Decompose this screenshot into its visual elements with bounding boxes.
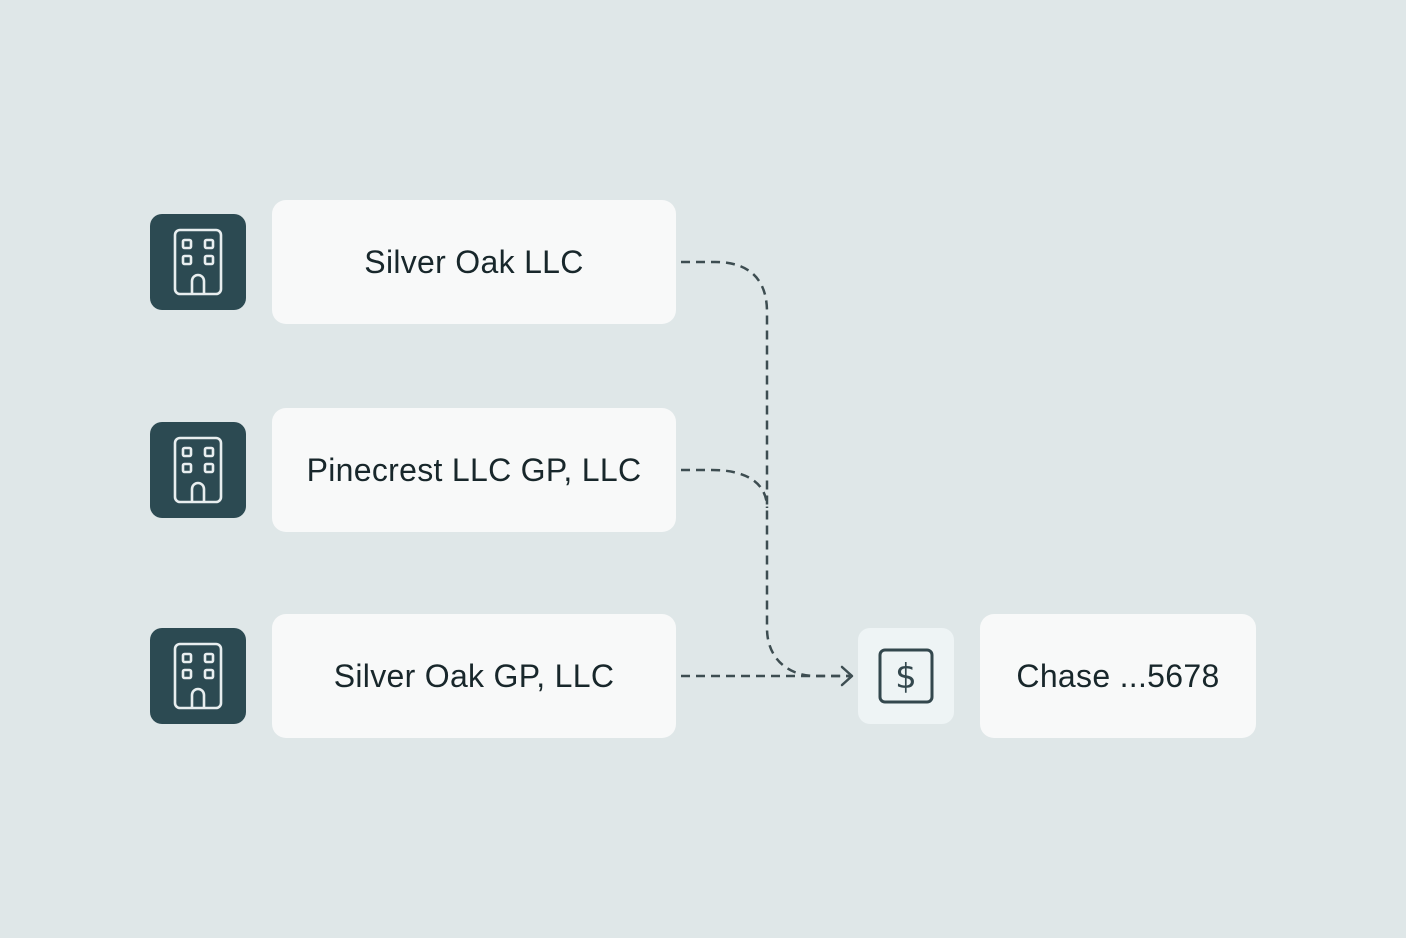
account-card[interactable]: Chase ...5678: [980, 614, 1256, 738]
building-icon-glyph: [173, 228, 223, 296]
entity-name: Pinecrest LLC GP, LLC: [306, 451, 642, 488]
entity-name: Silver Oak LLC: [364, 243, 584, 280]
entity-name: Silver Oak GP, LLC: [333, 657, 615, 694]
connector-pinecrest: [681, 468, 769, 509]
account-label: Chase ...5678: [1016, 657, 1220, 694]
building-icon: [150, 422, 246, 518]
building-icon-glyph: [173, 642, 223, 710]
connector-silver-oak-llc: [681, 260, 850, 678]
arrowhead: [840, 665, 854, 687]
building-icon: [150, 628, 246, 724]
dollar-icon-glyph: $: [878, 648, 934, 704]
entity-card[interactable]: Silver Oak GP, LLC: [272, 614, 676, 738]
svg-text:$: $: [895, 657, 917, 697]
entity-card[interactable]: Pinecrest LLC GP, LLC: [272, 408, 676, 532]
building-icon-glyph: [173, 436, 223, 504]
dollar-icon: $: [858, 628, 954, 724]
entity-card[interactable]: Silver Oak LLC: [272, 200, 676, 324]
building-icon: [150, 214, 246, 310]
